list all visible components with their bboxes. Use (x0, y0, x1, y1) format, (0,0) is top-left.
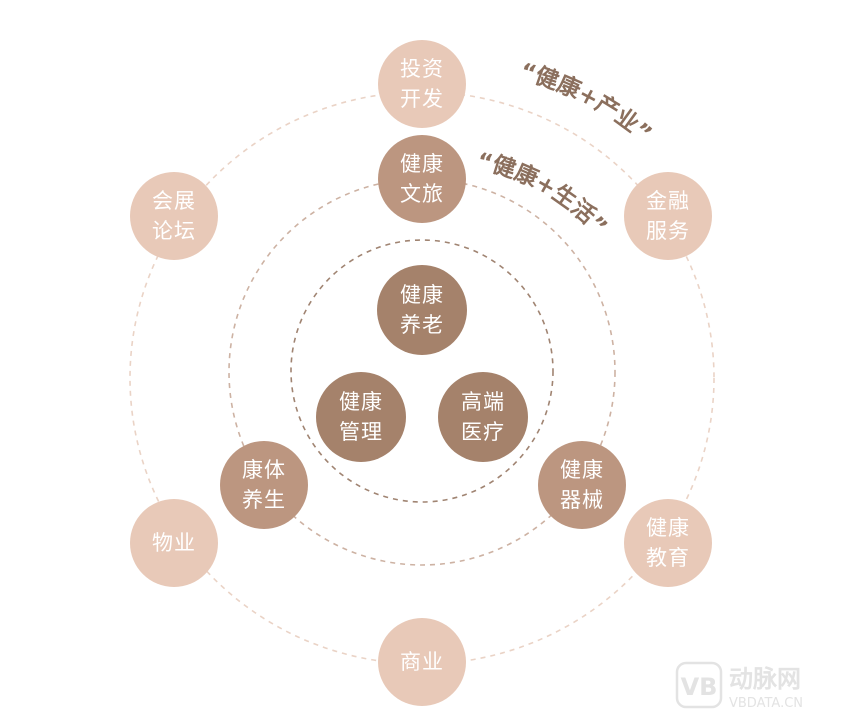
outer-node-convention: 会展论坛 (130, 172, 218, 260)
inner-node-management: 健康管理 (316, 372, 406, 462)
middle-node-equipment: 健康器械 (538, 441, 626, 529)
logo-name: 动脉网 (729, 665, 801, 693)
middle-node-culture-travel: 健康文旅 (378, 135, 466, 223)
vbdata-logo: VB 动脉网 VBDATA.CN (673, 657, 843, 713)
inner-node-medical: 高端医疗 (438, 372, 528, 462)
outer-node-property: 物业 (130, 499, 218, 587)
outer-node-invest: 投资开发 (378, 40, 466, 128)
inner-node-elderly-care: 健康养老 (377, 265, 467, 355)
inner-ring (290, 239, 554, 503)
outer-node-commerce: 商业 (378, 618, 466, 706)
logo-domain: VBDATA.CN (729, 696, 803, 711)
svg-text:VB: VB (681, 673, 718, 701)
middle-node-wellness: 康体养生 (220, 441, 308, 529)
outer-node-education: 健康教育 (624, 499, 712, 587)
industry-label: “健康+产业” (517, 59, 656, 148)
outer-node-finance: 金融服务 (624, 172, 712, 260)
vb-logo-mark: VB 动脉网 VBDATA.CN (675, 661, 803, 711)
middle-ring (228, 178, 616, 566)
